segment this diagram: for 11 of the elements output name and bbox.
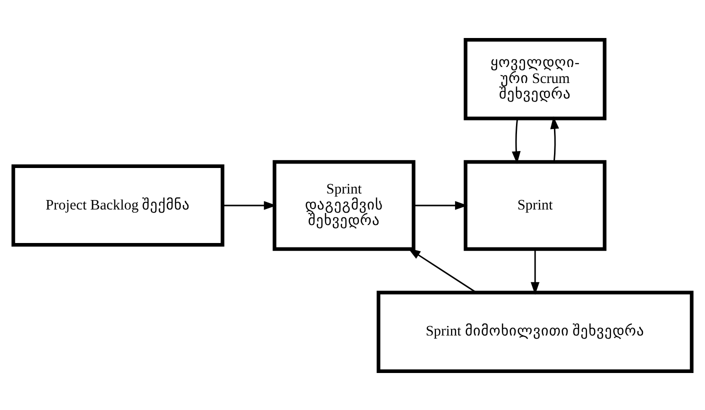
arrow [530, 248, 540, 294]
arrow [512, 118, 521, 164]
arrow [222, 200, 276, 210]
node-box: Sprint დაგეგმვის შეხვედრა [272, 160, 416, 250]
node-box: Project Backlog შექმნა [12, 164, 224, 246]
arrow [414, 200, 468, 210]
arrow [408, 248, 477, 293]
arrow [550, 116, 560, 162]
node-box: Sprint [464, 160, 606, 250]
node-box: ყოველდღი- ური Scrum შეხვედრა [464, 38, 606, 120]
node-box: Sprint მიმოხილვითი შეხვედრა [376, 290, 694, 372]
